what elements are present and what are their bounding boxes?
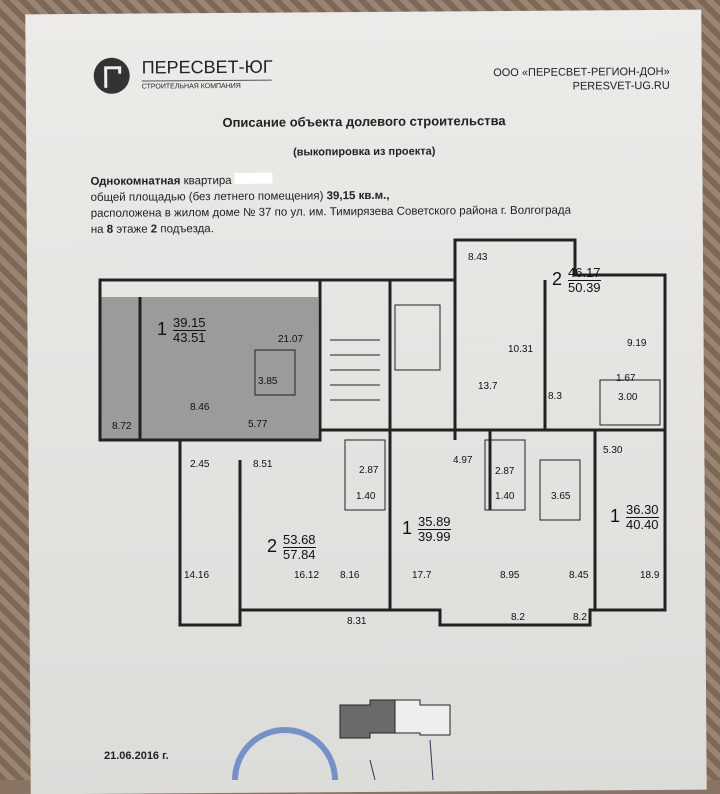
room-area: 2.87 [359,465,379,476]
room-area: 9.19 [627,338,647,349]
room-area: 8.45 [569,570,589,581]
room-area: 4.97 [453,455,473,466]
company-logo-icon [93,57,130,94]
company-stamp [232,727,338,780]
room-area: 8.43 [468,252,488,263]
room-area: 8.72 [112,421,132,432]
room-area: 5.30 [603,445,623,456]
room-area: 8.3 [548,391,562,402]
document-date: 21.06.2016 г. [104,750,169,762]
room-area: 2.45 [190,459,210,470]
highlighted-apartment [100,297,318,440]
room-area: 17.7 [412,570,432,581]
room-area: 14.16 [184,570,210,581]
signature [369,739,434,780]
room-area: 1.40 [356,491,376,502]
room-area: 8.95 [500,570,520,581]
room-area: 10.31 [508,344,534,355]
room-area: 5.77 [248,419,268,430]
balcony-area: 8.2 [511,612,525,623]
room-area: 1.67 [616,373,636,384]
balcony-area: 8.2 [573,612,587,623]
room-area: 3.00 [618,392,638,403]
room-area: 16.12 [294,570,320,581]
room-area: 21.07 [278,334,304,345]
room-area: 18.9 [640,570,660,581]
room-area: 8.51 [253,459,273,470]
building-key-plan [339,699,451,739]
document-page: ПЕРЕСВЕТ-ЮГ СТРОИТЕЛЬНАЯ КОМПАНИЯ ООО «П… [25,9,707,794]
room-area: 13.7 [478,381,498,392]
room-area: 8.16 [340,570,360,581]
room-area: 3.65 [551,491,571,502]
room-area: 2.87 [495,466,515,477]
room-area: 3.85 [258,376,278,387]
room-area: 8.46 [190,402,210,413]
room-area: 1.40 [495,491,515,502]
balcony-area: 8.31 [347,616,367,627]
